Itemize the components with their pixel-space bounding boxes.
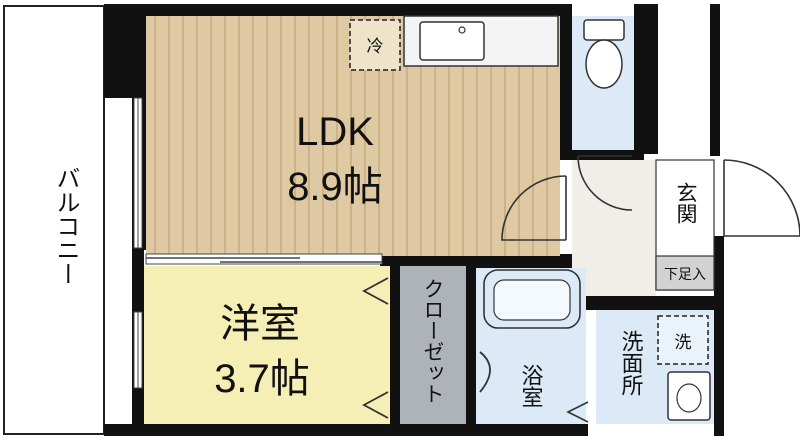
shoe-box-label: 下足入 — [664, 267, 706, 283]
fridge-icon — [349, 19, 401, 71]
bath-label: 浴室 — [518, 364, 544, 408]
front-door-swing — [723, 159, 800, 237]
sliding-door-bedroom — [145, 253, 383, 265]
bedroom-size: 3.7帖 — [214, 357, 310, 401]
door-swing-ldk — [501, 175, 567, 241]
toilet-icon — [583, 19, 625, 89]
wash-basin-bowl — [676, 383, 702, 413]
bath-door-mark — [566, 401, 589, 423]
sink-icon — [419, 21, 485, 61]
washroom-label: 洗面所 — [618, 330, 644, 396]
bedroom-floor — [144, 266, 390, 424]
closet-door-marks — [362, 277, 389, 419]
shower-fixture — [479, 351, 491, 393]
closet-area — [400, 266, 466, 424]
washer-label: 洗 — [675, 333, 692, 353]
wash-basin-icon — [667, 371, 711, 421]
ldk-name: LDK — [296, 110, 374, 154]
closet-label: クローゼット — [421, 278, 445, 404]
entrance-label: 玄関 — [674, 182, 698, 224]
door-swing-toilet — [577, 155, 633, 211]
bedroom-name: 洋室 — [220, 301, 300, 347]
balcony-area — [3, 5, 105, 435]
window-ldk — [133, 97, 143, 249]
balcony-label: バルコニー — [52, 166, 80, 286]
shoe-box — [655, 255, 715, 291]
window-bedroom — [133, 311, 143, 389]
washer-icon — [657, 315, 709, 365]
fridge-label: 冷 — [367, 37, 384, 57]
ldk-size: 8.9帖 — [287, 165, 383, 209]
bathtub-inner — [493, 279, 571, 321]
sink-drain-icon — [458, 26, 466, 34]
